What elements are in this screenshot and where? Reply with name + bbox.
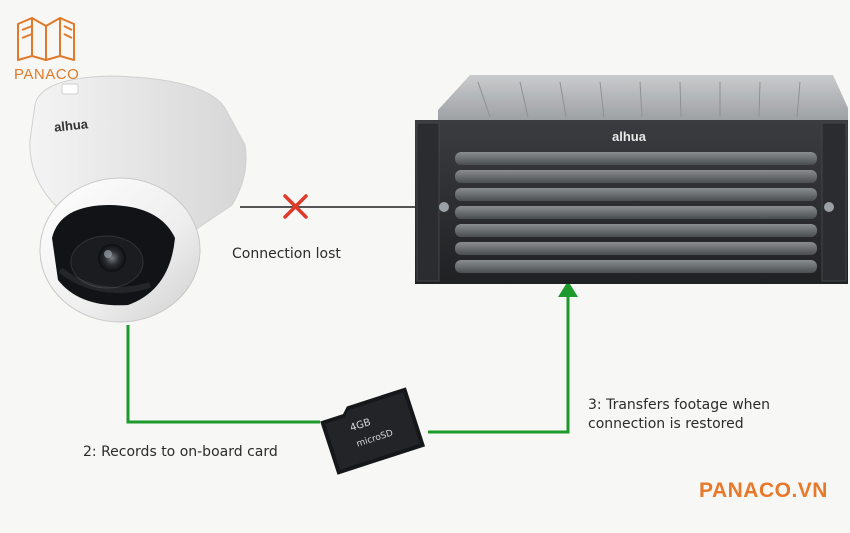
recorder-front-slats (455, 152, 817, 273)
microsd-card (320, 387, 426, 475)
recorder-brand-label: alhua (612, 129, 646, 144)
green-path-to-card (126, 325, 320, 424)
step3-label-line2: connection is restored (588, 416, 744, 432)
network-video-recorder (415, 75, 848, 284)
connection-lost-label: Connection lost (232, 246, 341, 262)
green-arrow-head (558, 281, 578, 297)
green-path-to-recorder (428, 292, 570, 434)
panaco-logo-icon (17, 17, 75, 61)
step2-label: 2: Records to on-board card (83, 444, 278, 460)
step3-label-line1: 3: Transfers footage when (588, 397, 770, 413)
disconnected-x-icon (283, 194, 308, 219)
logo-text: PANACO (14, 66, 80, 83)
footer-brand-url: PANACO.VN (699, 479, 828, 502)
dome-camera (29, 75, 247, 323)
